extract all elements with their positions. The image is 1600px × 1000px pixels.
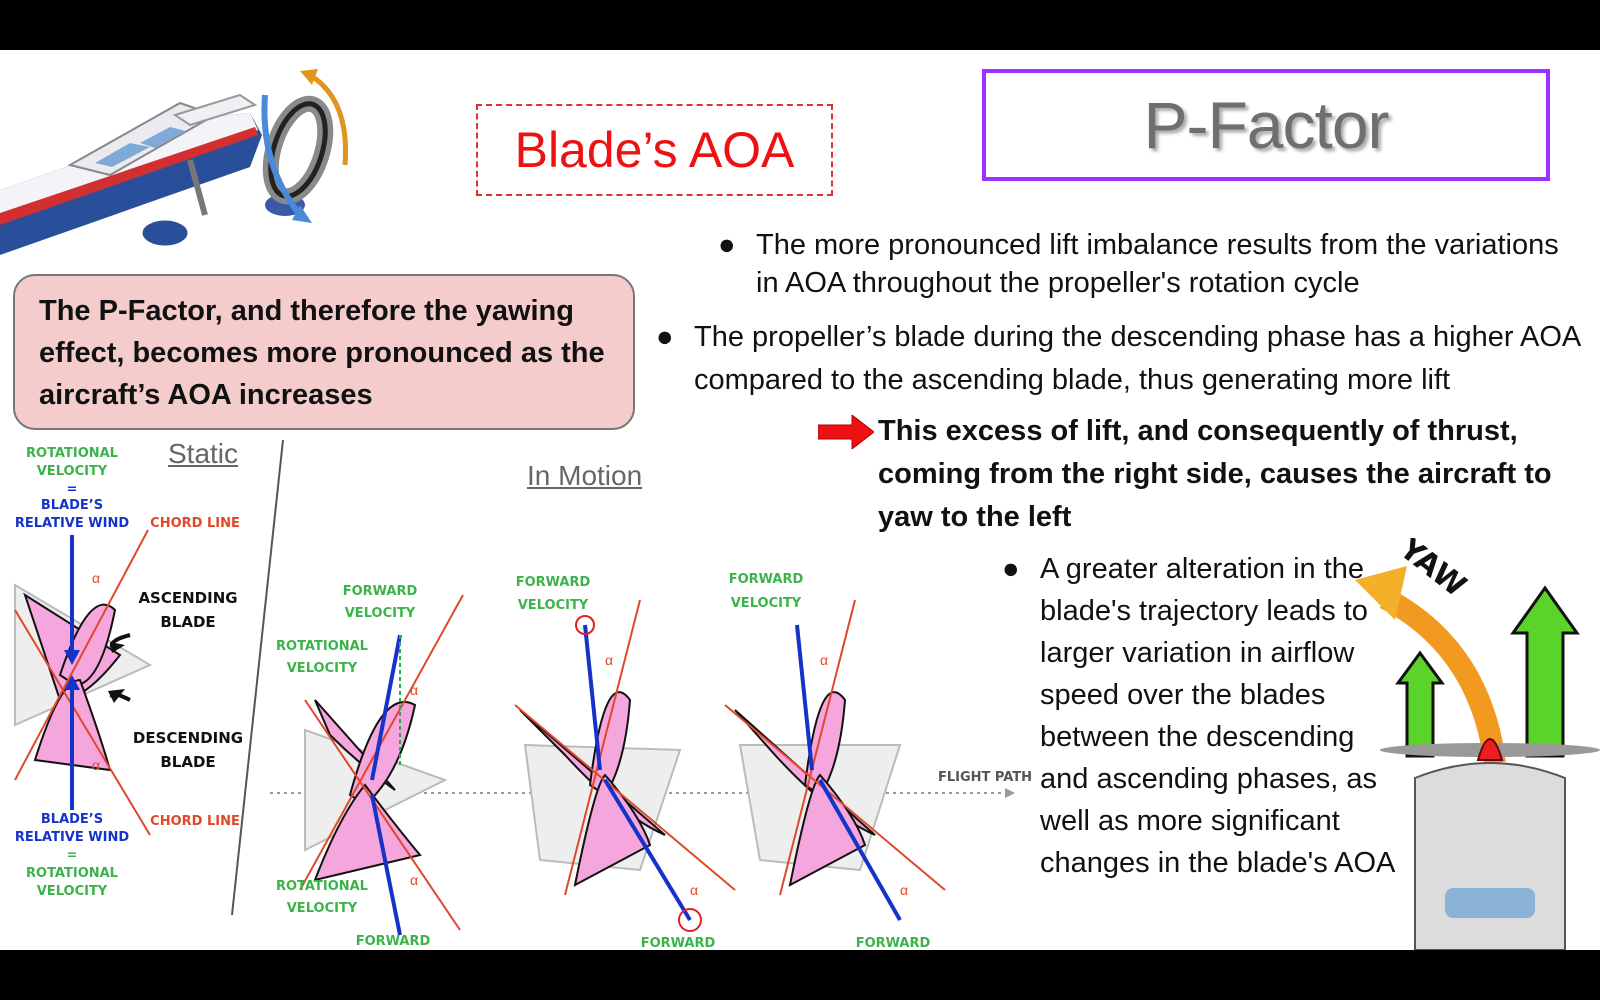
bullet-dot: ●: [718, 229, 736, 261]
bullet-3-text: A greater alteration in the blade's traj…: [1040, 553, 1396, 879]
bullet-2-text: The propeller’s blade during the descend…: [694, 321, 1580, 396]
airplane-illustration: [0, 69, 349, 255]
right-arrow-icon: [818, 415, 874, 449]
static-chord-top: CHORD LINE: [150, 516, 240, 531]
page-title: P-Factor: [1143, 88, 1389, 162]
conclusion-text: This excess of lift, and consequently of…: [878, 415, 1552, 533]
svg-text:α: α: [605, 652, 613, 668]
static-divider: [231, 439, 284, 916]
motion-diagram-3: α α: [724, 599, 946, 921]
bullet-dot: ●: [1002, 553, 1020, 585]
svg-text:α: α: [690, 882, 698, 898]
motion-diagram-2: α α: [514, 599, 736, 932]
bullet-1-text: The more pronounced lift imbalance resul…: [756, 229, 1559, 299]
static-chord-bottom: CHORD LINE: [150, 814, 240, 829]
subtitle-box: Blade’s AOA: [476, 104, 833, 196]
static-title: Static: [168, 438, 239, 469]
static-diagram: α α: [14, 529, 153, 836]
motion-diagram-1: α α: [299, 594, 464, 936]
bullet-1: ● The more pronounced lift imbalance res…: [718, 226, 1576, 302]
svg-text:α: α: [92, 570, 100, 586]
callout-text: The P-Factor, and therefore the yawing e…: [39, 295, 605, 411]
callout-box: The P-Factor, and therefore the yawing e…: [13, 274, 635, 430]
bullet-2: ● The propeller’s blade during the desce…: [656, 316, 1594, 402]
static-equals-top: =: [67, 482, 78, 497]
yaw-illustration: YAW: [1355, 538, 1600, 950]
subtitle: Blade’s AOA: [514, 122, 795, 178]
svg-text:α: α: [820, 652, 828, 668]
svg-text:α: α: [410, 872, 418, 888]
title-box: P-Factor: [982, 69, 1550, 181]
static-equals-bottom: =: [67, 848, 78, 863]
svg-text:α: α: [410, 682, 418, 698]
svg-text:α: α: [92, 757, 100, 773]
bullet-dot: ●: [656, 321, 674, 353]
svg-text:α: α: [900, 882, 908, 898]
slide: Blade’s AOA P-Factor The P-Factor, and t…: [0, 50, 1600, 950]
motion-title: In Motion: [527, 460, 643, 491]
flight-path-label: FLIGHT PATH: [938, 770, 1032, 785]
bullet-3: ● A greater alteration in the blade's tr…: [1002, 548, 1400, 884]
